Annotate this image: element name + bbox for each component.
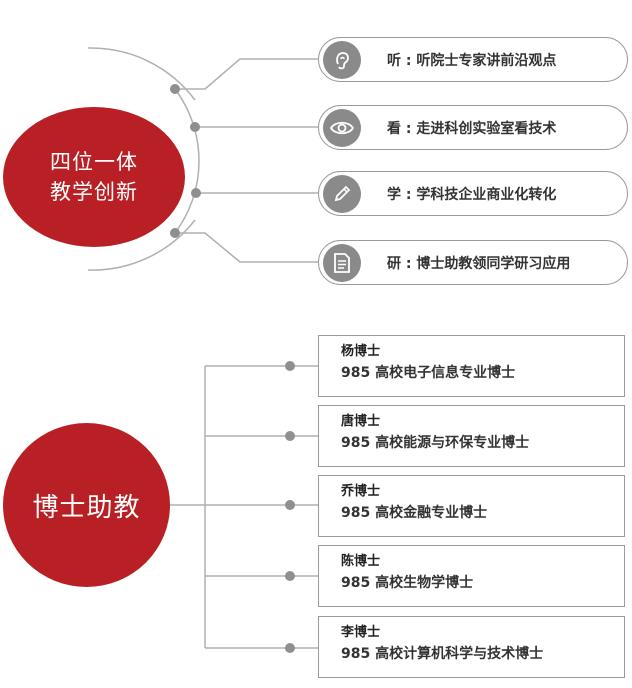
ear-icon [323, 40, 361, 79]
doctor-card: 杨博士 985 高校电子信息专业博士 [318, 335, 625, 397]
doctor-desc: 985 高校电子信息专业博士 [341, 365, 516, 381]
arc-inner [174, 88, 200, 234]
pill-label: 听 : 听院士专家讲前沿观点 [387, 52, 557, 69]
four-in-one-circle: 四位一体 教学创新 [3, 107, 185, 247]
doctor-name: 陈博士 [341, 554, 381, 569]
circle-title: 博士助教 [32, 492, 141, 523]
doctor-card: 陈博士 985 高校生物学博士 [318, 545, 625, 607]
circle-title-line2: 教学创新 [50, 180, 138, 204]
doctor-card: 李博士 985 高校计算机科学与技术博士 [318, 616, 625, 678]
pill-label: 学 : 学科技企业商业化转化 [387, 186, 557, 203]
pill-learn: 学 : 学科技企业商业化转化 [318, 171, 628, 216]
node-dot [170, 228, 180, 238]
doctor-name: 唐博士 [341, 414, 381, 429]
node-dot [191, 188, 201, 198]
node-dot [285, 643, 295, 653]
doctor-assistant-circle: 博士助教 [3, 423, 170, 587]
node-dot [170, 84, 180, 94]
node-dot [285, 500, 295, 510]
doctor-desc: 985 高校生物学博士 [341, 575, 474, 591]
doctor-name: 杨博士 [341, 344, 381, 359]
pill-see: 看 : 走进科创实验室看技术 [318, 105, 628, 150]
doctor-name: 李博士 [341, 625, 381, 640]
node-dot [190, 122, 200, 132]
circle-title-line1: 四位一体 [50, 150, 138, 174]
branch-1 [175, 58, 318, 90]
document-icon [323, 243, 361, 282]
doctor-card: 唐博士 985 高校能源与环保专业博士 [318, 405, 625, 467]
pill-research: 研 : 博士助教领同学研习应用 [318, 240, 628, 285]
doctor-card: 乔博士 985 高校金融专业博士 [318, 475, 625, 537]
arc-top [87, 47, 196, 101]
pill-label: 看 : 走进科创实验室看技术 [387, 120, 557, 137]
eye-icon [323, 108, 361, 147]
doctor-desc: 985 高校金融专业博士 [341, 505, 488, 521]
branch-4 [175, 232, 318, 263]
doctor-desc: 985 高校计算机科学与技术博士 [341, 646, 544, 662]
pill-listen: 听 : 听院士专家讲前沿观点 [318, 37, 628, 82]
doctor-name: 乔博士 [341, 484, 381, 499]
node-dot [285, 361, 295, 371]
node-dot [285, 571, 295, 581]
arc-bottom [87, 219, 196, 271]
doctor-desc: 985 高校能源与环保专业博士 [341, 435, 530, 451]
node-dot [285, 431, 295, 441]
pen-icon [323, 174, 361, 213]
pill-label: 研 : 博士助教领同学研习应用 [387, 255, 571, 272]
